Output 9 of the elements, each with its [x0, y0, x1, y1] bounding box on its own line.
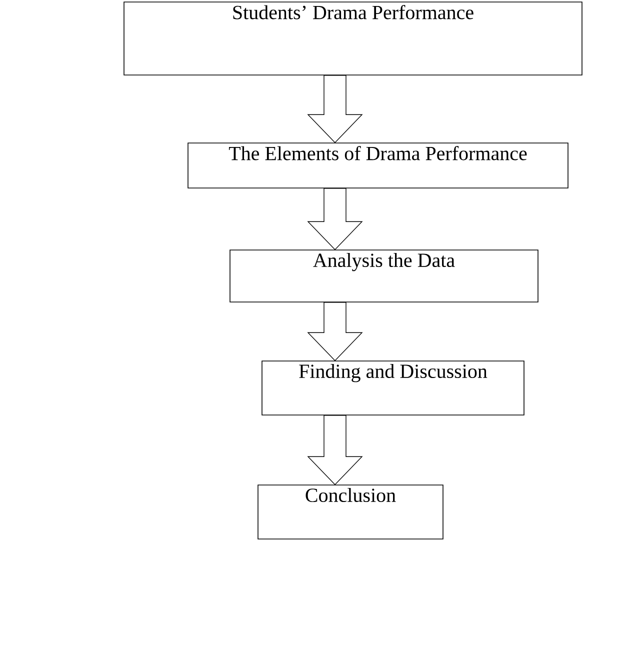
block-arrow [307, 188, 363, 250]
block-arrow [307, 415, 363, 486]
block-arrow [307, 302, 363, 362]
process-box: Conclusion [258, 484, 444, 540]
block-arrow [307, 75, 363, 144]
process-box: The Elements of Drama Performance [188, 142, 568, 188]
process-box: Students’ Drama Performance [124, 2, 582, 76]
process-box: Finding and Discussion [262, 360, 524, 416]
process-box: Analysis the Data [230, 250, 538, 302]
